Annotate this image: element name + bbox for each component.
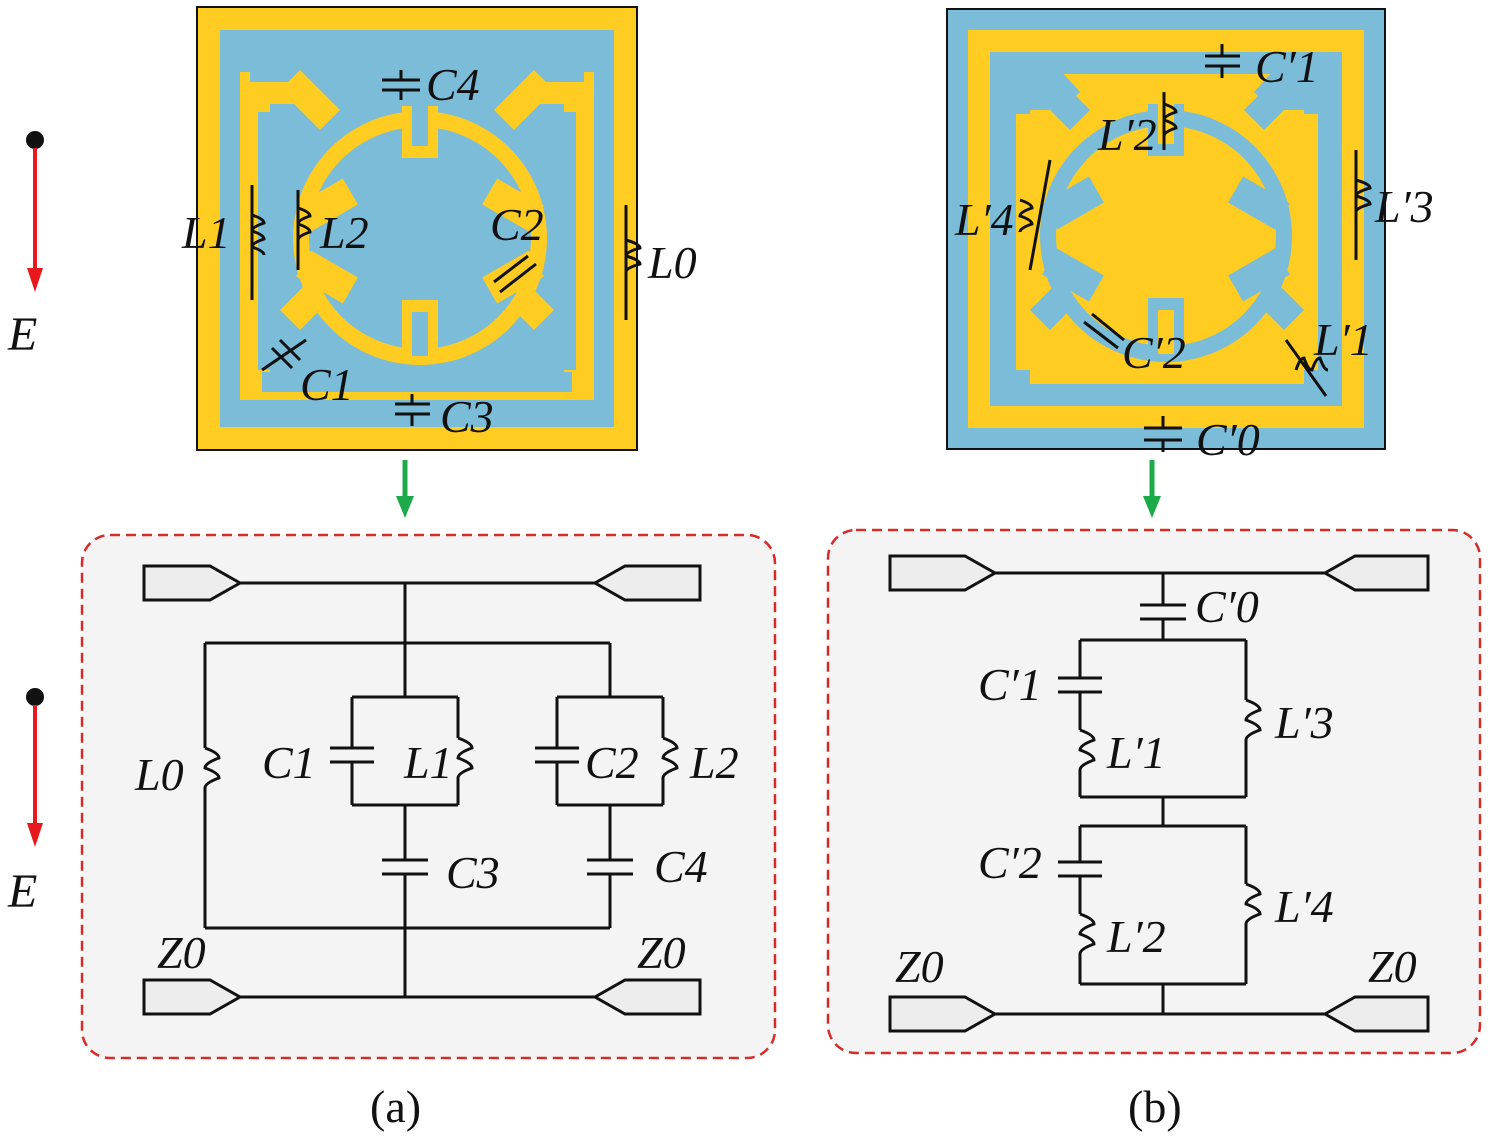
label-l0: L0 [647, 237, 697, 288]
e-field-indicator-bottom: E [7, 688, 44, 918]
unit-cell-b: C′1 L′2 L′3 L′4 C′2 L′1 C′0 [946, 8, 1434, 465]
label-l3p: L′3 [1274, 697, 1334, 748]
e-field-indicator-top: E [7, 131, 44, 361]
label-c1p: C′1 [978, 659, 1042, 710]
e-field-label: E [7, 865, 37, 918]
caption-a: (a) [370, 1081, 421, 1132]
label-c2: C2 [585, 737, 639, 788]
label-l1: L1 [403, 737, 453, 788]
label-c1: C1 [262, 737, 316, 788]
label-l1p: L′1 [1313, 314, 1373, 365]
label-l0: L0 [134, 749, 184, 800]
label-z0-right: Z0 [637, 927, 686, 978]
label-c0p: C′0 [1196, 414, 1260, 465]
label-l2: L2 [689, 737, 739, 788]
label-c3: C3 [446, 847, 500, 898]
circuit-a: L0 C1 L1 C2 L2 C3 C4 Z0 Z0 [80, 533, 777, 1060]
caption-b: (b) [1128, 1081, 1182, 1132]
label-c0p: C′0 [1195, 581, 1259, 632]
green-arrow-b [1143, 460, 1161, 518]
label-c1: C1 [300, 359, 354, 410]
label-l4p: L′4 [954, 194, 1014, 245]
label-c4: C4 [654, 841, 708, 892]
label-c2p: C′2 [1122, 327, 1186, 378]
circuit-b: C′0 C′1 L′1 L′3 C′2 L′2 L′4 Z0 Z0 [826, 528, 1482, 1055]
label-l4p: L′4 [1274, 881, 1334, 932]
label-z0-left: Z0 [157, 927, 206, 978]
label-c1p: C′1 [1255, 41, 1319, 92]
label-z0-right: Z0 [1368, 941, 1417, 992]
green-arrow-a [396, 460, 414, 518]
label-c4: C4 [426, 59, 480, 110]
label-l2: L2 [319, 207, 369, 258]
label-c2: C2 [490, 199, 544, 250]
unit-cell-a: C4 L1 L2 C2 L0 C1 C3 [181, 6, 697, 451]
label-c2p: C′2 [978, 837, 1042, 888]
label-l2p: L′2 [1097, 109, 1157, 160]
label-z0-left: Z0 [895, 941, 944, 992]
label-l1p: L′1 [1106, 727, 1166, 778]
label-c3: C3 [440, 391, 494, 442]
e-field-label: E [7, 308, 37, 361]
label-l2p: L′2 [1106, 911, 1166, 962]
label-l1: L1 [181, 207, 231, 258]
label-l3p: L′3 [1374, 181, 1434, 232]
